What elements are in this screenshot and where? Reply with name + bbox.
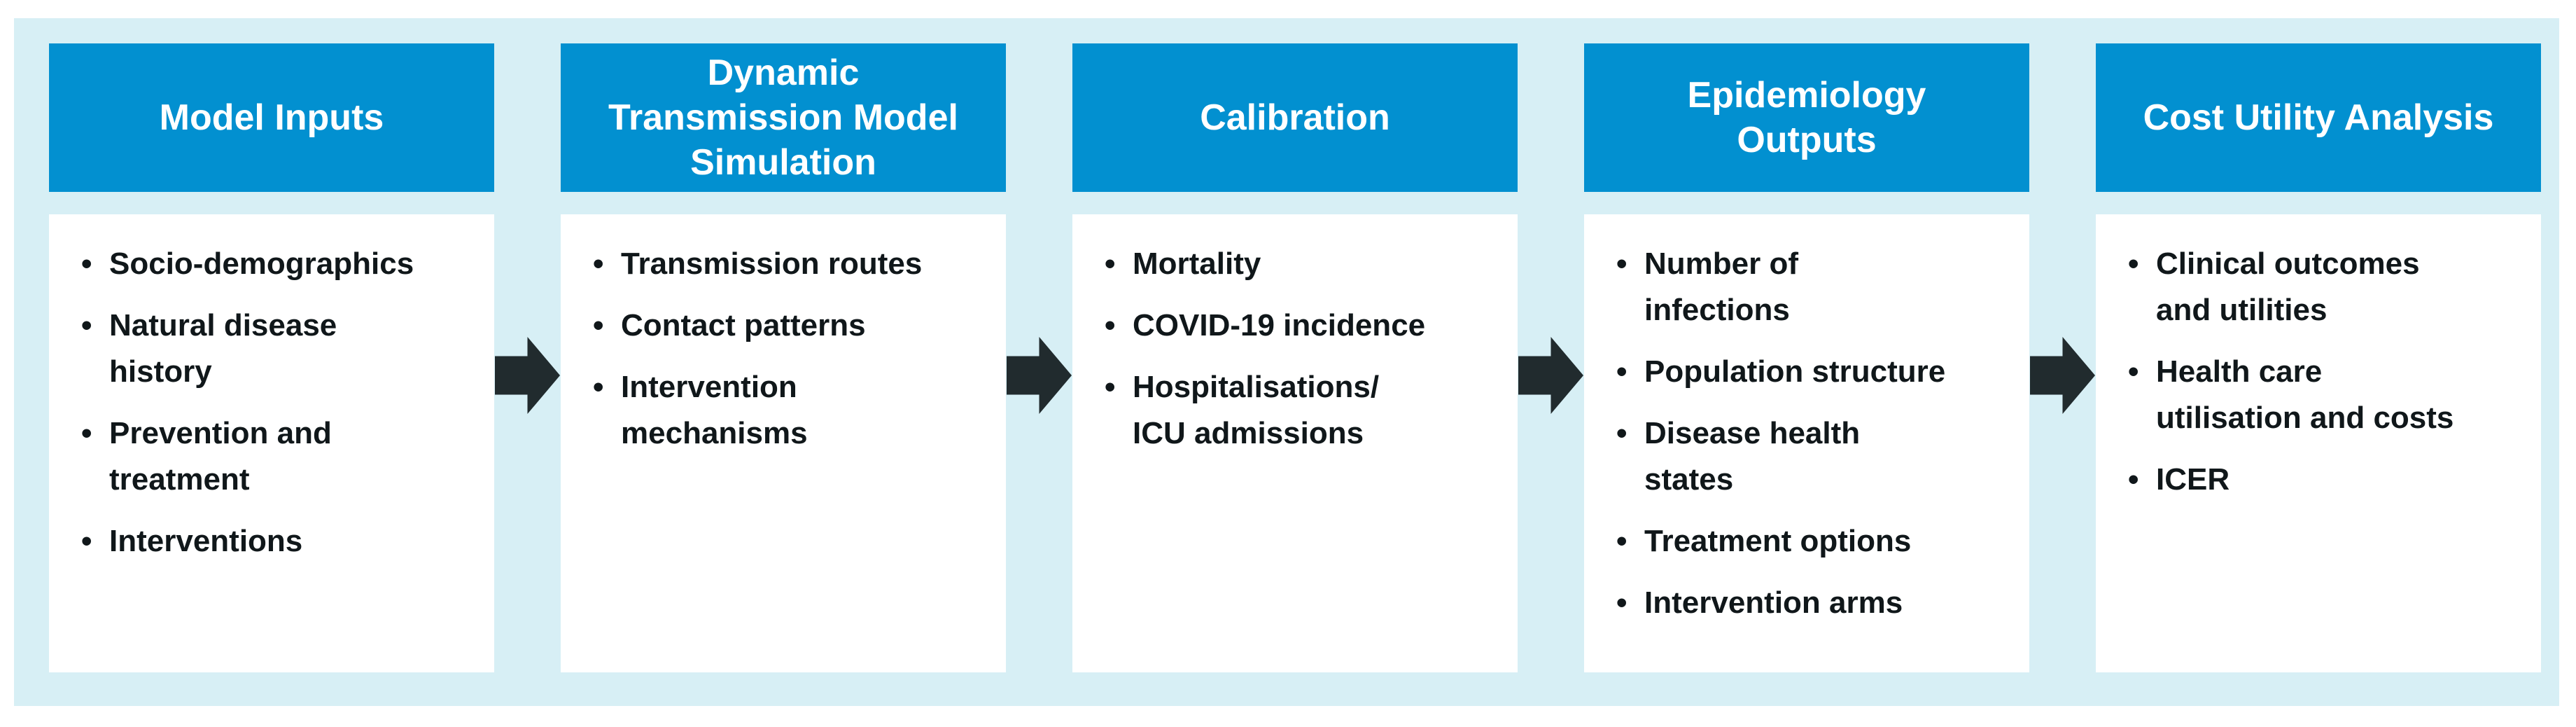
bullet-icon: •: [1616, 586, 1628, 620]
bullet-icon: •: [81, 308, 92, 342]
bullet-item-text: Contact patterns: [621, 308, 866, 342]
bullet-icon: •: [1105, 370, 1116, 404]
column-body-cost-utility-analysis: • Clinical outcomes and utilities • Heal…: [2096, 214, 2541, 672]
bullet-item-text: ICER: [2156, 462, 2230, 497]
bullet-item-text: Intervention mechanisms: [621, 370, 808, 450]
bullet-item-text: Transmission routes: [621, 247, 923, 281]
bullet-item-text: Intervention arms: [1644, 586, 1903, 620]
bullet-item-text: COVID-19 incidence: [1133, 308, 1426, 342]
bullet-item: • Clinical outcomes and utilities: [2128, 241, 2523, 333]
bullet-icon: •: [593, 308, 604, 342]
bullet-icon: •: [1105, 308, 1116, 342]
bullet-icon: •: [2128, 462, 2139, 497]
bullet-item: • COVID-19 incidence: [1105, 303, 1499, 349]
bullet-item-text: Number of infections: [1644, 247, 1798, 327]
bullet-icon: •: [1616, 247, 1628, 281]
bullet-item: • Transmission routes: [593, 241, 988, 287]
bullet-icon: •: [81, 247, 92, 281]
column-header-dynamic-transmission-model-simulation: Dynamic Transmission Model Simulation: [561, 43, 1006, 192]
bullet-item: • Treatment options: [1616, 518, 2011, 565]
bullet-item: • Population structure: [1616, 349, 2011, 395]
bullet-item: • Disease health states: [1616, 410, 2011, 503]
bullet-icon: •: [593, 370, 604, 404]
bullet-item: • Contact patterns: [593, 303, 988, 349]
bullet-item-text: Hospitalisations/ ICU admissions: [1133, 370, 1380, 450]
bullet-item-text: Prevention and treatment: [109, 416, 332, 497]
bullet-item-text: Health care utilisation and costs: [2156, 354, 2454, 435]
bullet-icon: •: [2128, 354, 2139, 389]
bullet-icon: •: [1616, 416, 1628, 450]
bullet-icon: •: [81, 416, 92, 450]
column-body-calibration: • Mortality • COVID-19 incidence • Hospi…: [1072, 214, 1518, 672]
bullet-icon: •: [1105, 247, 1116, 281]
bullet-item: • Prevention and treatment: [81, 410, 476, 503]
column-body-model-inputs: • Socio-demographics • Natural disease h…: [49, 214, 494, 672]
column-body-dynamic-transmission-model-simulation: • Transmission routes • Contact patterns…: [561, 214, 1006, 672]
bullet-item-text: Treatment options: [1644, 524, 1912, 558]
bullet-icon: •: [593, 247, 604, 281]
bullet-item: • Interventions: [81, 518, 476, 565]
bullet-item: • Hospitalisations/ ICU admissions: [1105, 364, 1499, 457]
column-model-inputs: Model Inputs • Socio-demographics • Natu…: [49, 43, 494, 672]
column-cost-utility-analysis: Cost Utility Analysis • Clinical outcome…: [2096, 43, 2541, 672]
bullet-icon: •: [1616, 524, 1628, 558]
bullet-icon: •: [2128, 247, 2139, 281]
bullet-item: • Mortality: [1105, 241, 1499, 287]
bullet-item: • Number of infections: [1616, 241, 2011, 333]
bullet-item-text: Mortality: [1133, 247, 1261, 281]
bullet-item: • Natural disease history: [81, 303, 476, 395]
column-body-epidemiology-outputs: • Number of infections • Population stru…: [1584, 214, 2029, 672]
bullet-item-text: Clinical outcomes and utilities: [2156, 247, 2420, 327]
column-header-model-inputs: Model Inputs: [49, 43, 494, 192]
bullet-item: • Socio-demographics: [81, 241, 476, 287]
bullet-icon: •: [1616, 354, 1628, 389]
bullet-item: • ICER: [2128, 457, 2523, 503]
column-calibration: Calibration • Mortality • COVID-19 incid…: [1072, 43, 1518, 672]
bullet-item-text: Disease health states: [1644, 416, 1861, 497]
column-dynamic-transmission-model-simulation: Dynamic Transmission Model Simulation • …: [561, 43, 1006, 672]
column-header-calibration: Calibration: [1072, 43, 1518, 192]
column-header-cost-utility-analysis: Cost Utility Analysis: [2096, 43, 2541, 192]
bullet-item-text: Natural disease history: [109, 308, 337, 389]
bullet-item-text: Population structure: [1644, 354, 1946, 389]
bullet-item: • Intervention mechanisms: [593, 364, 988, 457]
bullet-icon: •: [81, 524, 92, 558]
bullet-item: • Health care utilisation and costs: [2128, 349, 2523, 441]
bullet-item-text: Socio-demographics: [109, 247, 414, 281]
bullet-item-text: Interventions: [109, 524, 303, 558]
column-epidemiology-outputs: Epidemiology Outputs • Number of infecti…: [1584, 43, 2029, 672]
column-header-epidemiology-outputs: Epidemiology Outputs: [1584, 43, 2029, 192]
bullet-item: • Intervention arms: [1616, 580, 2011, 626]
